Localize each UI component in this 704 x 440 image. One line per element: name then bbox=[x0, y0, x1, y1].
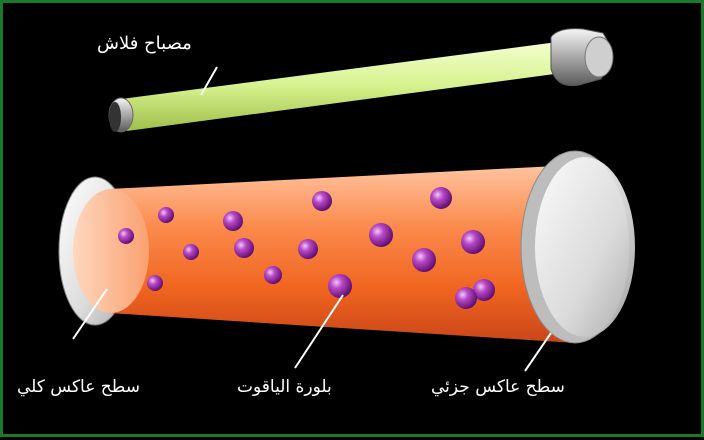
atom bbox=[223, 211, 243, 231]
partial-mirror-label: سطح عاكس جزئي bbox=[431, 377, 565, 397]
atom bbox=[264, 266, 282, 284]
atom bbox=[183, 244, 199, 260]
atom bbox=[455, 287, 477, 309]
atom bbox=[234, 238, 254, 258]
lamp-right-cap-face bbox=[585, 37, 613, 77]
atom bbox=[430, 187, 452, 209]
lamp-tube bbox=[121, 41, 577, 131]
flash-lamp-label: مصباح فلاش bbox=[97, 33, 192, 54]
atom bbox=[461, 230, 485, 254]
laser-diagram bbox=[3, 3, 704, 440]
atom bbox=[158, 207, 174, 223]
atom bbox=[369, 223, 393, 247]
ruby-crystal-label: بلورة الياقوت bbox=[237, 377, 332, 397]
atom bbox=[118, 228, 134, 244]
atom bbox=[412, 248, 436, 272]
full-mirror-label: سطح عاكس كلي bbox=[17, 377, 140, 397]
atom bbox=[147, 275, 163, 291]
atom bbox=[312, 191, 332, 211]
atom bbox=[298, 239, 318, 259]
lamp-left-cap-end bbox=[109, 102, 121, 132]
atom bbox=[328, 274, 352, 298]
partial-mirror bbox=[521, 151, 635, 343]
partial-mirror-disc bbox=[535, 157, 635, 337]
ruby-rod-body bbox=[109, 165, 575, 343]
ruby-rod-left-end bbox=[73, 189, 149, 313]
